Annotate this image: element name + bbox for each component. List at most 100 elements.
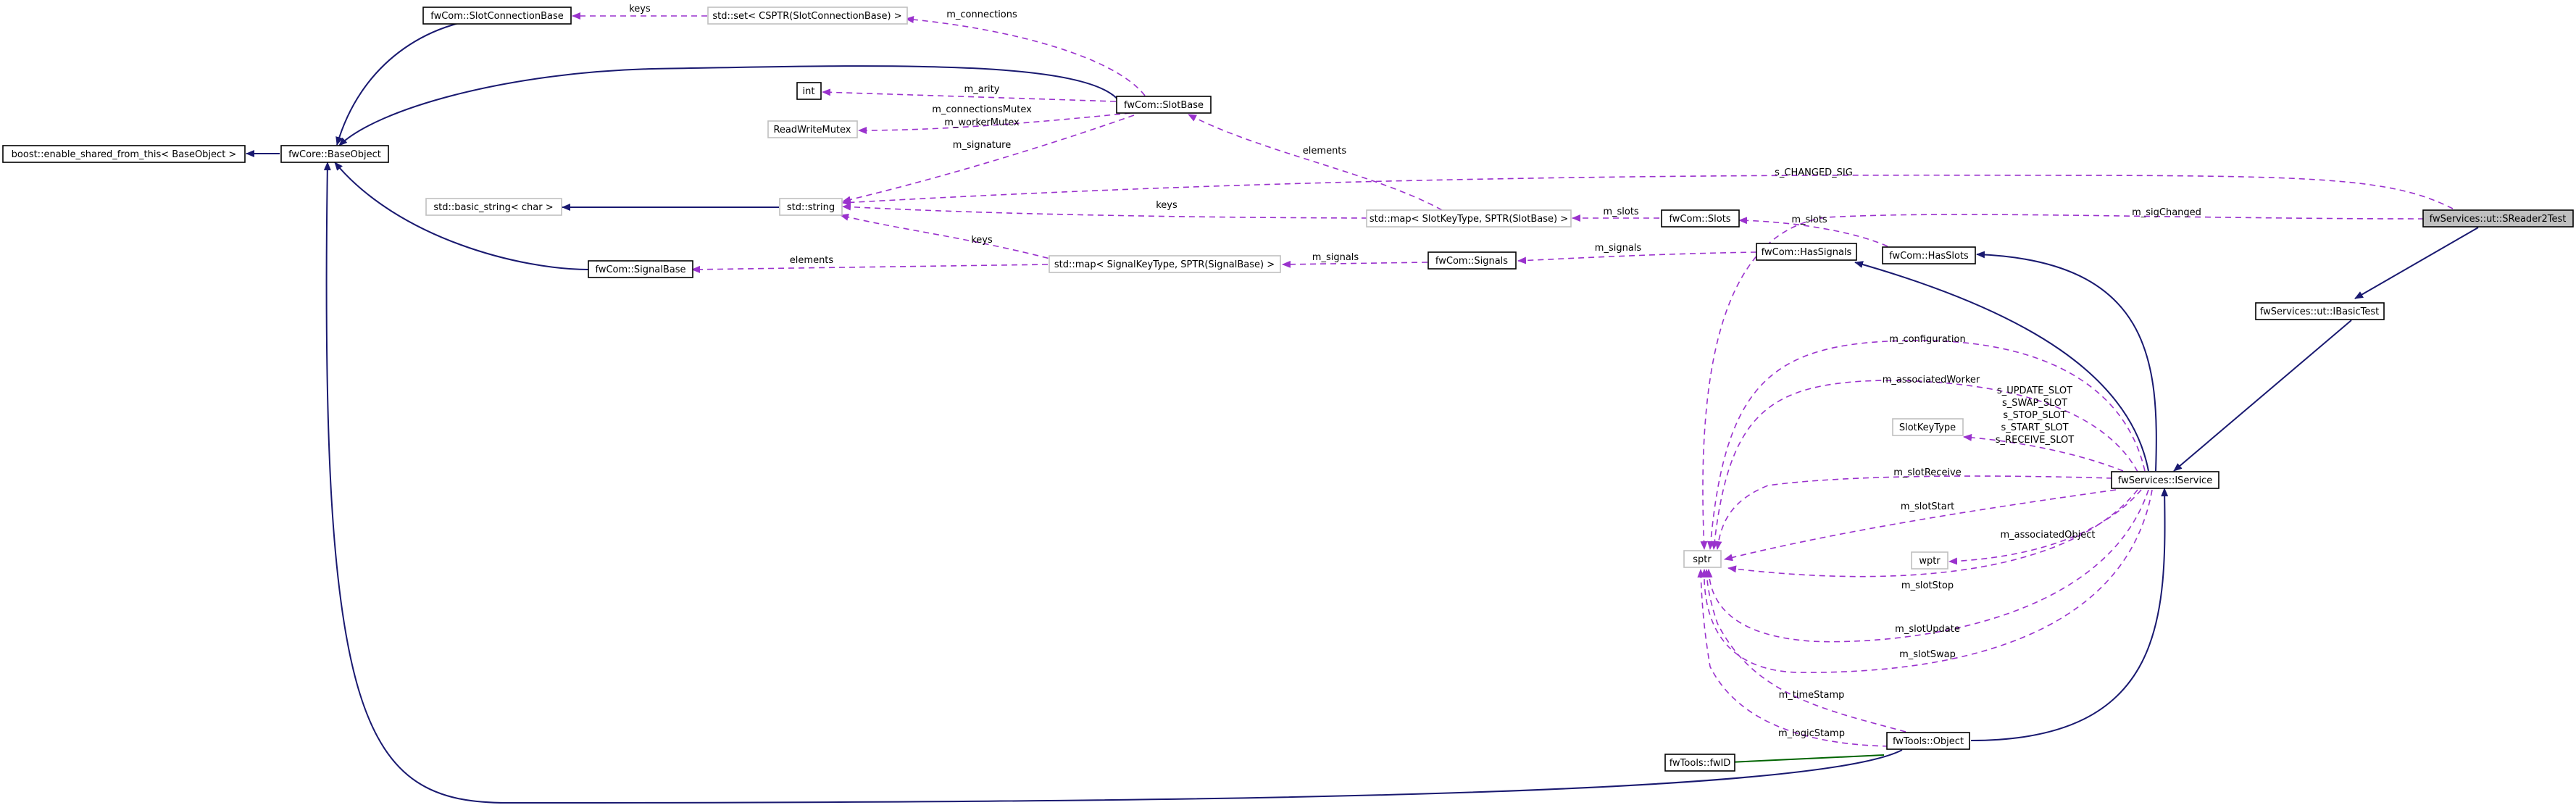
- label-s-receive-slot: s_RECEIVE_SLOT: [1996, 435, 2075, 446]
- node-slot-key-type-label: SlotKeyType: [1899, 422, 1956, 433]
- edge-ibasictest-iservice: [2173, 320, 2352, 472]
- nodes: boost::enable_shared_from_this< BaseObje…: [2, 7, 2574, 772]
- edge-iservice-sptr-slotstart: [1724, 489, 2117, 562]
- label-keys-mid: keys: [1156, 200, 1177, 211]
- label-m-slotreceive: m_slotReceive: [1893, 467, 1962, 478]
- label-s-update-slot: s_UPDATE_SLOT: [1997, 385, 2072, 396]
- edge-iservice-sptr-slotupdate: [1705, 489, 2149, 643]
- label-m-configuration: m_configuration: [1889, 334, 1965, 345]
- label-s-swap-slot: s_SWAP_SLOT: [2002, 398, 2067, 409]
- node-set-cstptr-label: std::set< CSPTR(SlotConnectionBase) >: [712, 11, 901, 22]
- node-fwcom-slots[interactable]: fwCom::Slots: [1661, 209, 1740, 228]
- edge-mapsignals-signalbase: [691, 264, 1049, 273]
- edge-labels: keys m_connections m_arity m_connections…: [629, 4, 2201, 739]
- node-sptr[interactable]: sptr: [1683, 550, 1722, 568]
- label-m-slotstop: m_slotStop: [1901, 580, 1954, 591]
- edge-iservice-sptr-associatedworker: [1711, 380, 2138, 550]
- usage-edges: [572, 12, 2454, 747]
- label-m-workermutex: m_workerMutex: [944, 117, 1020, 128]
- label-keys-low: keys: [971, 235, 993, 246]
- node-base-object-label: fwCore::BaseObject: [288, 149, 381, 160]
- edge-sreader2test-ibasictest: [2354, 227, 2479, 299]
- edge-signalbase-baseobject: [334, 162, 589, 270]
- node-std-string[interactable]: std::string: [779, 198, 843, 216]
- node-int-label: int: [803, 86, 815, 97]
- edge-slotbase-int: [822, 88, 1117, 102]
- node-has-slots-label: fwCom::HasSlots: [1889, 251, 1969, 262]
- label-m-signals: m_signals: [1595, 243, 1642, 254]
- edge-sreader2test-stdstring: [842, 174, 2454, 209]
- node-wptr-label: wptr: [1919, 556, 1941, 567]
- label-s-stop-slot: s_STOP_SLOT: [2003, 410, 2066, 421]
- node-base-object[interactable]: fwCore::BaseObject: [280, 145, 389, 163]
- label-m-signals-map: m_signals: [1312, 252, 1359, 263]
- label-m-associatedobject: m_associatedObject: [2000, 530, 2095, 541]
- node-map-slots[interactable]: std::map< SlotKeyType, SPTR(SlotBase) >: [1366, 209, 1572, 228]
- edge-signals-mapsignals: [1282, 260, 1428, 268]
- edge-mapslots-stdstring: [842, 203, 1368, 219]
- edge-mapsignals-stdstring: [840, 213, 1059, 262]
- node-signal-base[interactable]: fwCom::SignalBase: [588, 260, 693, 278]
- edge-slotbase-stdstring: [842, 114, 1135, 204]
- edge-iservice-slotkeytype: [1963, 433, 2124, 472]
- label-m-connectionsmutex: m_connectionsMutex: [932, 104, 1032, 115]
- node-sreader2test-label: fwServices::ut::SReader2Test: [2430, 214, 2567, 225]
- edge-object-sptr-timestamp: [1703, 569, 1906, 733]
- edge-iservice-sptr-slotstop: [1727, 489, 2138, 577]
- node-sreader2test[interactable]: fwServices::ut::SReader2Test: [2422, 209, 2574, 228]
- label-m-connections: m_connections: [946, 9, 1017, 20]
- node-std-string-label: std::string: [787, 202, 835, 213]
- node-slot-connection-base[interactable]: fwCom::SlotConnectionBase: [422, 7, 572, 25]
- node-fwcom-signals[interactable]: fwCom::Signals: [1427, 251, 1517, 270]
- label-m-associatedworker: m_associatedWorker: [1883, 375, 1980, 385]
- node-int[interactable]: int: [796, 82, 822, 100]
- label-m-logicstamp: m_logicStamp: [1778, 728, 1845, 739]
- node-enable-shared-from-this[interactable]: boost::enable_shared_from_this< BaseObje…: [2, 145, 246, 163]
- node-readwrite-mutex-label: ReadWriteMutex: [773, 125, 851, 135]
- node-fwcom-signals-label: fwCom::Signals: [1435, 256, 1508, 267]
- node-wptr[interactable]: wptr: [1911, 551, 1948, 570]
- edge-slotbase-readwritemutex: [858, 112, 1131, 134]
- edge-sreader2test-sptr: [1700, 214, 2425, 550]
- node-fwtools-object[interactable]: fwTools::Object: [1886, 732, 1970, 750]
- node-has-signals[interactable]: fwCom::HasSignals: [1756, 243, 1857, 261]
- node-slot-base[interactable]: fwCom::SlotBase: [1116, 96, 1212, 114]
- node-map-signals[interactable]: std::map< SignalKeyType, SPTR(SignalBase…: [1049, 255, 1281, 273]
- label-elements-signals: elements: [790, 255, 834, 266]
- inheritance-edges: [246, 17, 2479, 804]
- node-fwtools-fwid[interactable]: fwTools::fwID: [1664, 754, 1735, 772]
- node-ibasictest[interactable]: fwServices::ut::IBasicTest: [2255, 302, 2385, 320]
- edge-iservice-sptr-slotreceive: [1714, 475, 2113, 550]
- node-map-slots-label: std::map< SlotKeyType, SPTR(SlotBase) >: [1370, 214, 1568, 225]
- node-basic-string-label: std::basic_string< char >: [433, 202, 553, 213]
- node-slot-base-label: fwCom::SlotBase: [1124, 100, 1204, 111]
- node-readwrite-mutex[interactable]: ReadWriteMutex: [767, 120, 858, 138]
- node-fwtools-object-label: fwTools::Object: [1893, 736, 1964, 747]
- label-m-slotswap: m_slotSwap: [1899, 649, 1956, 660]
- label-m-slots: m_slots: [1791, 214, 1827, 225]
- edge-slotbase-set: [905, 16, 1146, 96]
- node-iservice[interactable]: fwServices::IService: [2111, 471, 2219, 489]
- label-m-arity: m_arity: [964, 84, 1000, 95]
- node-slot-key-type[interactable]: SlotKeyType: [1892, 418, 1964, 436]
- label-m-sigchanged: m_sigChanged: [2132, 207, 2201, 218]
- node-fwcom-slots-label: fwCom::Slots: [1669, 214, 1730, 225]
- edge-slotconnectionbase-baseobject: [335, 17, 504, 146]
- node-slot-connection-base-label: fwCom::SlotConnectionBase: [430, 11, 564, 22]
- node-set-cstptr[interactable]: std::set< CSPTR(SlotConnectionBase) >: [707, 7, 908, 25]
- label-m-slots-map: m_slots: [1603, 207, 1639, 217]
- label-s-start-slot: s_START_SLOT: [2001, 422, 2068, 433]
- edge-iservice-sptr-configuration: [1706, 340, 2146, 550]
- label-m-slotstart: m_slotStart: [1901, 501, 1954, 512]
- label-m-timestamp: m_timeStamp: [1779, 690, 1845, 701]
- edge-iservice-hassignals: [1854, 261, 2149, 472]
- node-fwtools-fwid-label: fwTools::fwID: [1670, 758, 1731, 769]
- node-enable-shared-from-this-label: boost::enable_shared_from_this< BaseObje…: [12, 149, 237, 160]
- edge-hassignals-signals: [1517, 251, 1757, 264]
- node-basic-string[interactable]: std::basic_string< char >: [425, 198, 562, 216]
- label-s-changed-sig: s_CHANGED_SIG: [1775, 167, 1853, 178]
- node-has-slots[interactable]: fwCom::HasSlots: [1882, 246, 1976, 264]
- edge-object-iservice: [1970, 488, 2169, 741]
- edge-iservice-hasslots: [1976, 251, 2157, 472]
